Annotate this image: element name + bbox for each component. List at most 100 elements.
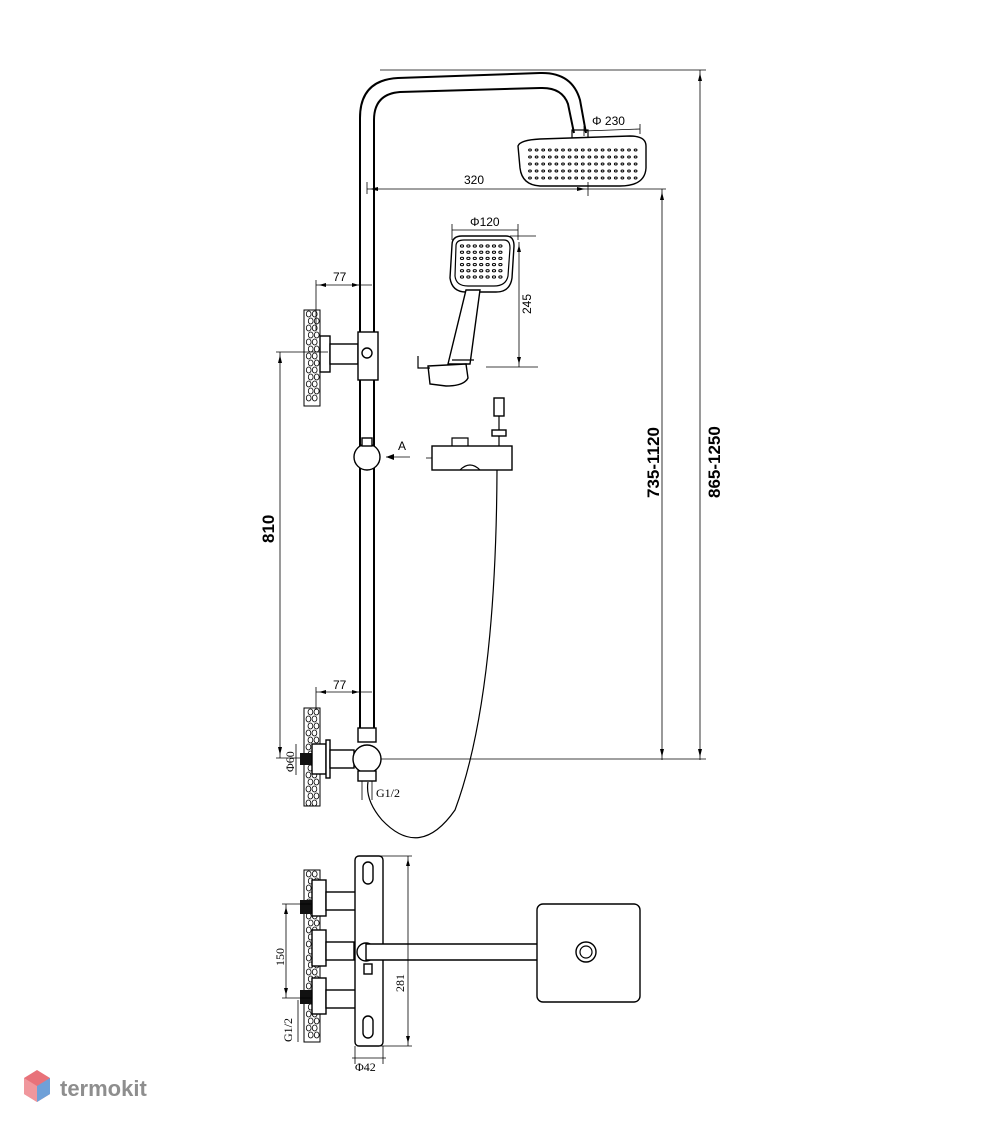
nozzle xyxy=(613,148,618,152)
lower-offset-dimension: 77 xyxy=(315,678,372,710)
hand-diameter-dimension: Φ120 xyxy=(451,215,536,240)
nozzle xyxy=(491,250,497,254)
wall-pebble xyxy=(305,940,312,948)
wall-pebble xyxy=(305,870,312,878)
nozzle xyxy=(620,176,625,180)
nozzle xyxy=(479,275,484,279)
nozzle xyxy=(547,148,552,152)
upper-wall-texture xyxy=(305,310,320,402)
nozzle xyxy=(466,244,471,248)
nozzle xyxy=(485,256,490,261)
nozzle xyxy=(567,148,572,152)
nozzle xyxy=(607,169,612,173)
wall-pebble xyxy=(311,785,318,793)
wall-pebble xyxy=(305,715,312,723)
nozzle xyxy=(600,148,605,152)
nozzle xyxy=(594,155,598,159)
hand-length-dimension: 245 xyxy=(486,242,538,368)
shower-hose xyxy=(366,469,498,839)
wall-pebble xyxy=(307,722,314,730)
nozzle xyxy=(498,244,503,248)
nozzle xyxy=(580,155,585,159)
wall-pebble xyxy=(305,366,312,374)
wall-pebble xyxy=(311,324,318,332)
arm-reach-dimension: 320 xyxy=(366,173,666,196)
nozzle xyxy=(554,148,559,152)
wall-pebble xyxy=(313,1031,320,1039)
wall-pebble xyxy=(311,729,318,737)
wall-pebble xyxy=(313,387,320,395)
wall-pebble xyxy=(313,722,320,730)
nozzle xyxy=(498,275,503,279)
nozzle xyxy=(541,155,546,159)
wall-pebble xyxy=(313,778,320,786)
slider: A xyxy=(353,437,410,471)
nozzle xyxy=(534,155,539,159)
nozzle xyxy=(567,176,572,180)
wall-pebble xyxy=(313,1017,320,1025)
nozzle xyxy=(600,176,605,180)
wall-pebble xyxy=(305,982,312,990)
nozzle xyxy=(528,148,532,152)
hand-nozzles xyxy=(459,244,503,279)
nozzle xyxy=(607,162,612,166)
nozzle xyxy=(567,162,572,166)
height-total-label: 865-1250 xyxy=(705,426,724,498)
hand-shower xyxy=(417,235,515,387)
wall-pebble xyxy=(305,1024,312,1032)
lower-wall-bracket: G1/2 Φ60 xyxy=(283,707,400,807)
nozzle xyxy=(620,162,625,166)
wall-pebble xyxy=(311,870,318,878)
wall-pebble xyxy=(313,373,320,381)
wall-pebble xyxy=(307,387,314,395)
nozzle xyxy=(479,244,484,248)
nozzle xyxy=(541,176,546,180)
wall-pebble xyxy=(307,1017,314,1025)
wall-pebble xyxy=(305,954,312,962)
mixer-length-label: 281 xyxy=(393,974,407,992)
wall-pebble xyxy=(311,366,318,374)
brand-name: termokit xyxy=(60,1076,147,1101)
nozzle xyxy=(574,162,579,166)
nozzle xyxy=(594,148,598,152)
nozzle xyxy=(459,262,465,267)
nozzle xyxy=(491,269,497,273)
nozzle xyxy=(459,269,465,273)
wall-pebble xyxy=(313,708,320,716)
nozzle xyxy=(472,256,477,261)
nozzle xyxy=(554,155,559,159)
nozzle xyxy=(580,169,585,173)
lower-offset-label: 77 xyxy=(333,678,347,692)
nozzle xyxy=(541,169,546,173)
nozzle xyxy=(613,169,618,173)
nozzle xyxy=(633,162,638,166)
nozzle xyxy=(594,176,598,180)
nozzle xyxy=(600,162,605,166)
nozzle xyxy=(587,176,592,180)
nozzle xyxy=(620,148,625,152)
wall-pebble xyxy=(305,771,312,779)
bracket-spacing-label: 810 xyxy=(259,515,278,543)
nozzle xyxy=(466,269,471,273)
arm-reach-label: 320 xyxy=(464,173,484,187)
wall-pebble xyxy=(313,792,320,800)
upper-offset-label: 77 xyxy=(333,270,347,284)
nozzle xyxy=(567,169,572,173)
mixer-top-view xyxy=(300,855,641,1047)
nozzle xyxy=(607,176,612,180)
wall-pebble xyxy=(311,715,318,723)
nozzle xyxy=(534,176,539,180)
nozzle xyxy=(528,155,532,159)
flange-diameter-label: Φ60 xyxy=(283,751,297,772)
nozzle xyxy=(547,155,552,159)
wall-pebble xyxy=(307,778,314,786)
mixer-dimensions: 150 G1/2 281 Φ42 xyxy=(273,855,412,1074)
nozzle xyxy=(561,155,565,159)
nozzle xyxy=(541,148,546,152)
nozzle xyxy=(627,169,631,173)
nozzle xyxy=(587,155,592,159)
nozzle xyxy=(534,148,539,152)
nozzle xyxy=(574,155,579,159)
nozzle xyxy=(466,275,471,279)
nozzle xyxy=(485,250,490,254)
